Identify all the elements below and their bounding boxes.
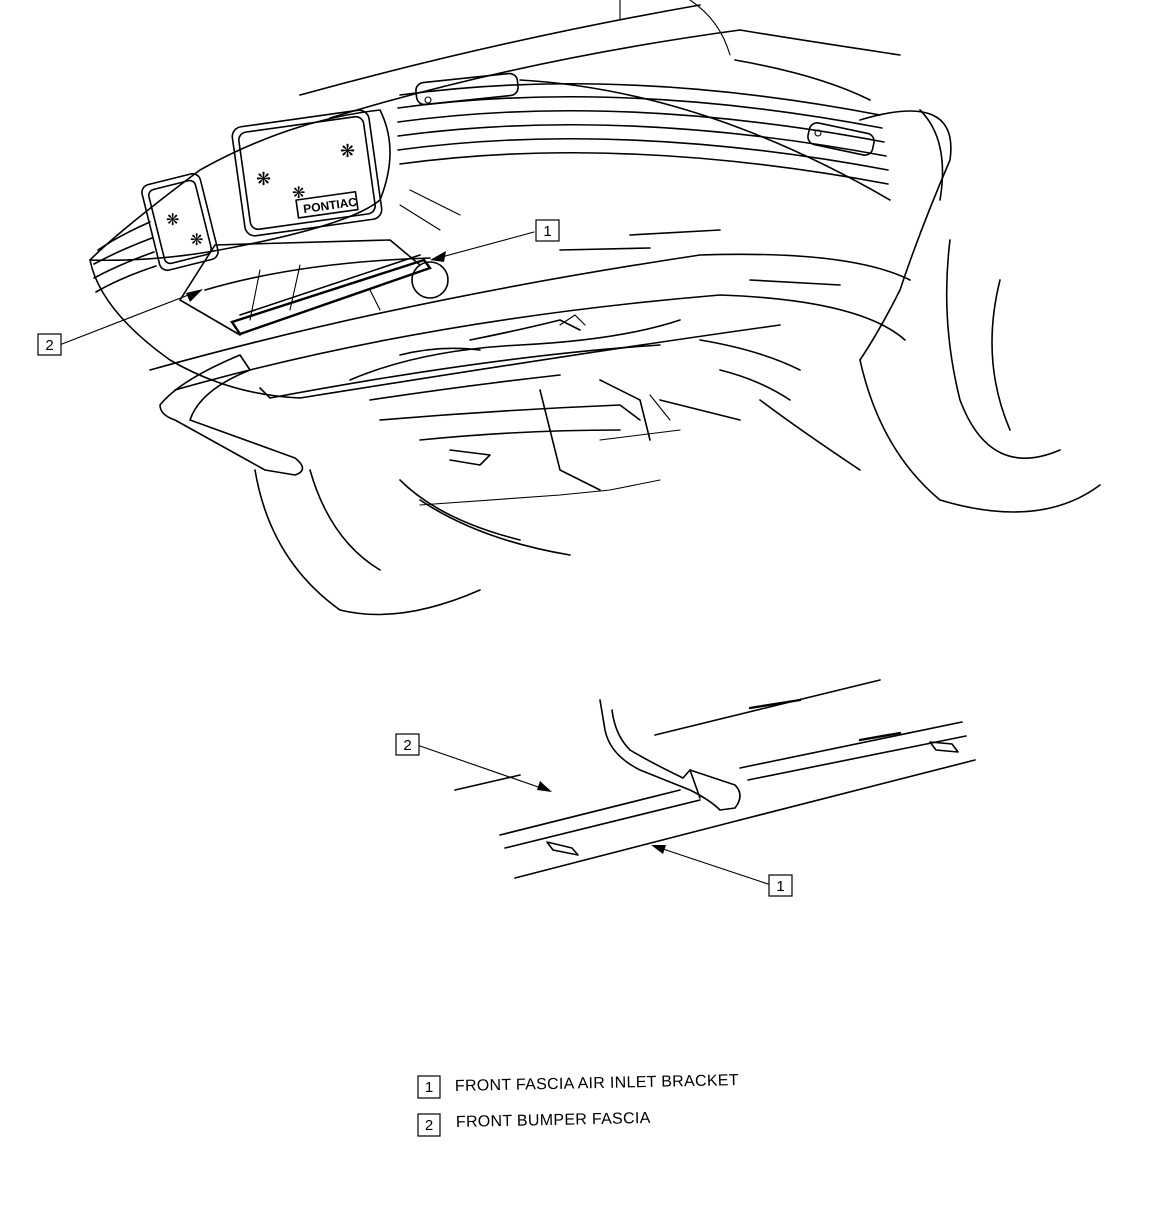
pontiac-emblem: PONTIAC [295,190,359,219]
upper-callout-2: 2 [37,333,62,356]
svg-text:❋: ❋ [166,212,179,229]
legend-item-1: 1 FRONT FASCIA AIR INLET BRACKET [417,1072,739,1099]
upper-car-view: ❋ ❋ ❋ ❋ ❋ PONTIAC [37,0,1101,616]
upper-callout-2-leader [61,289,203,345]
svg-text:2: 2 [45,337,53,354]
svg-text:2: 2 [403,737,411,754]
svg-text:2: 2 [425,1117,433,1134]
detail-callout-2-leader [419,745,552,792]
headlamp-sparkle-icons: ❋ ❋ ❋ ❋ ❋ [166,141,355,249]
svg-text:❋: ❋ [340,141,355,161]
detail-callout-2: 2 [395,733,420,756]
legend-label-2: FRONT BUMPER FASCIA [456,1110,651,1131]
svg-text:❋: ❋ [292,185,305,202]
detail-view: 2 1 [395,679,976,897]
detail-callout-1-leader [651,845,769,885]
legend: 1 FRONT FASCIA AIR INLET BRACKET 2 FRONT… [417,1072,739,1137]
svg-text:1: 1 [776,878,784,895]
legend-item-2: 2 FRONT BUMPER FASCIA [417,1110,651,1137]
upper-callout-1: 1 [535,219,560,242]
detail-callout-1: 1 [768,874,793,897]
svg-text:1: 1 [543,223,551,240]
legend-label-1: FRONT FASCIA AIR INLET BRACKET [455,1072,739,1095]
svg-text:1: 1 [425,1079,433,1096]
upper-callout-1-leader [430,231,535,262]
svg-text:❋: ❋ [256,169,271,189]
svg-text:❋: ❋ [190,232,203,249]
